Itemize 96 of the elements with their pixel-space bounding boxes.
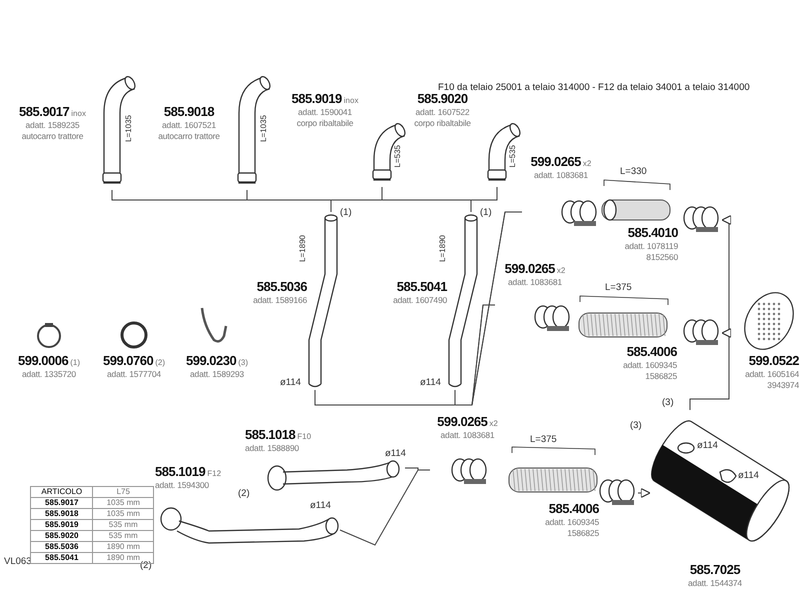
part-number: 585.4010 (628, 225, 678, 240)
dimension-label: ø114 (420, 377, 441, 388)
reference-number: adatt. 1607522 (416, 106, 470, 117)
variant-note: F12 (207, 469, 222, 478)
length-value: 1035 mm (106, 498, 141, 508)
dimension-label: L=1890 (298, 235, 307, 262)
title: F10 da telaio 25001 a telaio 314000 - F12 da telaio 34001 a telaio 314000 (438, 82, 750, 93)
part-number: 585.9020 (417, 91, 468, 106)
dimension-label: L=375 (530, 434, 557, 445)
variant-note: (2) (155, 358, 165, 367)
dimension-label: L=1890 (438, 235, 447, 262)
reference-number: adatt. 1589235 (26, 120, 80, 130)
dimension-label: ø114 (385, 448, 406, 459)
part-number: 585.9017 (31, 498, 94, 508)
dimension-label: L=535 (508, 145, 517, 168)
reference-mark: (3) (662, 397, 674, 408)
dimension-label: ø114 (280, 377, 301, 388)
reference-number: adatt. 1083681 (534, 170, 588, 180)
reference-number: adatt. 1083681 (440, 430, 494, 440)
reference-number: adatt. 1577704 (107, 368, 161, 379)
variant-note: inox (344, 96, 358, 105)
part-number: 599.0265 (437, 414, 488, 429)
reference-number: corpo ribaltabile (296, 118, 354, 128)
part-number: 599.0522 (748, 353, 799, 368)
reference-number: adatt. 1594300 (155, 480, 209, 490)
part-number: 585.9018 (31, 509, 94, 519)
variant-note: x2 (582, 159, 592, 168)
reference-number: corpo ribaltabile (414, 118, 471, 128)
reference-number: 3943974 (767, 380, 799, 390)
connector-line (470, 186, 498, 212)
reference-number: adatt. 1335720 (22, 368, 76, 379)
connector-line (454, 304, 496, 406)
table-header: ARTICOLO (31, 487, 94, 497)
part-number: 585.5041 (31, 553, 94, 563)
variant-note: x2 (556, 266, 566, 275)
part-number: 585.5036 (256, 279, 307, 294)
part-number: 599.0230 (186, 353, 236, 368)
reference-number: adatt. 1588890 (245, 442, 299, 453)
arrow (638, 488, 651, 498)
reference-number: adatt. 1609345 (623, 360, 677, 370)
connector-line (340, 470, 430, 546)
variant-note: x2 (489, 419, 498, 428)
part-number: 585.9020 (31, 531, 94, 541)
length-value: 1035 mm (106, 509, 141, 519)
part-number: 585.9017 (19, 104, 70, 119)
part-number: 599.0265 (530, 154, 581, 169)
table-header: L75 (116, 487, 131, 497)
reference-number: adatt. 1605164 (745, 368, 799, 379)
part-number: 599.0265 (504, 261, 555, 276)
reference-number: adatt. 1609345 (545, 516, 599, 527)
reference-number: adatt. 1589293 (190, 368, 244, 379)
part-number: 585.9018 (164, 104, 214, 119)
reference-number: adatt. 1083681 (508, 276, 562, 287)
variant-note: (3) (238, 358, 248, 367)
reference-mark: (1) (340, 207, 352, 218)
variant-note: F10 (297, 432, 312, 441)
dimension-label: L=535 (393, 145, 402, 168)
part-number: 585.4006 (548, 501, 599, 516)
dimension-label: ø114 (738, 470, 759, 481)
arrow (690, 328, 732, 410)
length-value: 1890 mm (106, 542, 141, 552)
dimension-label: L=1035 (259, 115, 268, 142)
reference-number: autocarro trattore (22, 130, 84, 141)
reference-number: autocarro trattore (158, 130, 220, 141)
reference-number: 1586825 (645, 370, 677, 381)
part-number: 585.1018 (245, 427, 296, 442)
part-number: 585.7025 (690, 562, 740, 577)
part-number: 599.0760 (102, 353, 154, 368)
part-number: 585.4006 (626, 344, 677, 359)
variant-note: (1) (70, 358, 80, 367)
part-number: 585.9019 (292, 91, 342, 106)
length-value: 535 mm (108, 531, 139, 541)
reference-mark: (3) (630, 420, 642, 431)
dimension-label: L=330 (620, 166, 647, 177)
part-number: 599.0006 (18, 353, 68, 368)
dimension-label: L=375 (605, 282, 632, 293)
reference-number: 1586825 (567, 528, 599, 538)
part-number: 585.5036 (31, 542, 94, 552)
reference-number: adatt. 1589166 (253, 294, 307, 305)
dimension-label: ø114 (310, 500, 331, 511)
part-number: 585.5041 (396, 279, 447, 294)
reference-number: adatt. 1590041 (298, 106, 352, 117)
reference-number: adatt. 1607521 (162, 120, 216, 130)
dimension-label: L=1035 (124, 115, 133, 142)
variant-note: inox (71, 109, 86, 118)
part-number: 585.1019 (155, 464, 206, 479)
reference-mark: (1) (480, 207, 492, 218)
reference-number: adatt. 1607490 (393, 294, 447, 305)
part-number: 585.9019 (31, 520, 94, 530)
dimension-label: ø114 (697, 440, 718, 451)
reference-number: adatt. 1544374 (688, 578, 742, 588)
reference-number: adatt. 1078119 (624, 240, 678, 251)
reference-mark: (2) (238, 488, 250, 499)
length-value: 1890 mm (106, 553, 140, 563)
length-value: 535 mm (108, 520, 139, 530)
reference-number: 8152560 (646, 252, 678, 262)
